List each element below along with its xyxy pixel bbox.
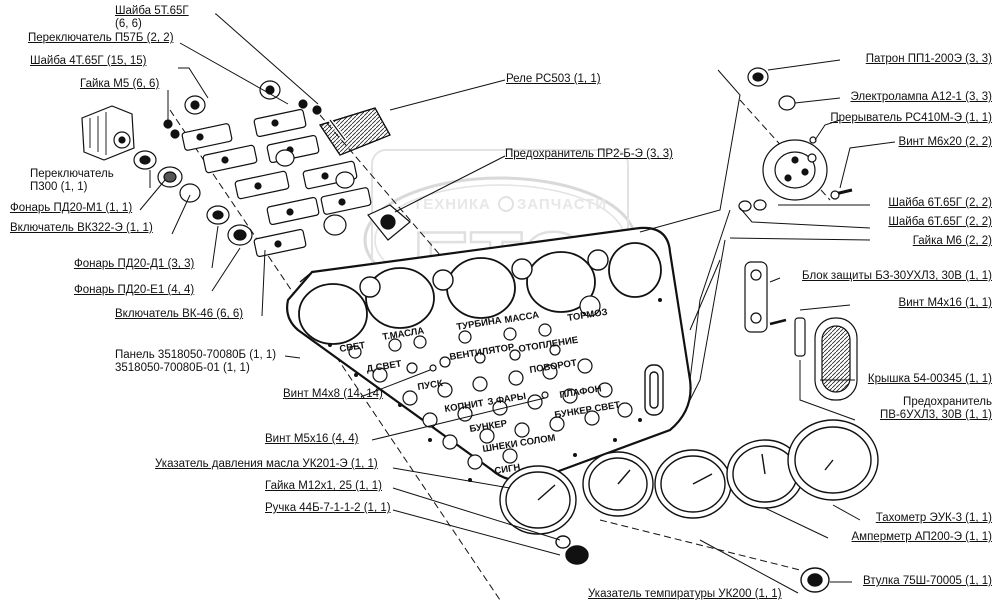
label-kryshka: Крышка 54-00345 (1, 1) <box>867 373 992 385</box>
label-preryvatel: Прерыватель РС410М-Э (1, 1) <box>830 112 992 124</box>
switch-holes <box>402 358 633 470</box>
preryvatel-rs410 <box>762 136 828 201</box>
lamps-pd20e1 <box>275 149 355 236</box>
label-vkl-vk46: Включатель ВК-46 (6, 6) <box>115 308 244 320</box>
label-perekl-p300-2: П300 (1, 1) <box>30 181 88 193</box>
gauge-takhometr <box>787 419 879 501</box>
panel-label-massa: МАССА <box>504 310 540 326</box>
shaiby-gaiki <box>738 199 767 212</box>
lamp-pd20m1 <box>133 150 157 170</box>
panel-label-d-svet: Д.СВЕТ <box>366 359 403 375</box>
label-gaika-m6: Гайка М6 (2, 2) <box>912 235 992 247</box>
label-takhometr: Тахометр ЭУК-3 (1, 1) <box>875 512 992 524</box>
label-patron-pp1: Патрон ПП1-200Э (3, 3) <box>865 53 992 65</box>
right-top-components <box>738 67 858 401</box>
switches-vk46 <box>181 108 372 258</box>
label-gaika-m5: Гайка М5 (6, 6) <box>80 78 160 90</box>
label-vtulka: Втулка 75Ш-70005 (1, 1) <box>863 575 992 587</box>
panel-screws-front <box>429 364 549 399</box>
switch-p57b <box>184 80 281 115</box>
label-shaiba-4t: Шайба 4Т.65Г (15, 15) <box>30 55 147 67</box>
label-shaiba-5t-qty: (6, 6) <box>115 18 142 30</box>
switch-vk322 <box>157 166 201 203</box>
label-fonar-pd20e1: Фонарь ПД20-Е1 (4, 4) <box>74 284 195 296</box>
label-predokhr-pv6-1: Предохранитель <box>903 396 992 408</box>
vtulka-75sh <box>800 567 830 593</box>
label-shaiba-6t-2: Шайба 6Т.65Г (2, 2) <box>888 216 992 228</box>
label-ruchka: Ручка 44Б-7-1-1-2 (1, 1) <box>265 502 391 514</box>
label-vint-m4x8: Винт М4х8 (14, 14) <box>283 388 383 400</box>
label-shaiba-5t: Шайба 5Т.65Г <box>115 5 189 17</box>
gauge-ammeter-small <box>654 449 732 519</box>
label-vint-m6x20: Винт М6х20 (2, 2) <box>898 136 992 148</box>
gauge-holes <box>298 242 662 345</box>
label-blok-zashity: Блок защиты БЗ-30УХЛ3, 30В (1, 1) <box>802 270 992 282</box>
panel-fuse-block <box>644 364 664 416</box>
switch-components <box>81 80 411 258</box>
leader-lines <box>139 13 896 594</box>
bottom-gauges <box>499 419 879 593</box>
label-perekl-p57b: Переключатель П57Б (2, 2) <box>28 32 174 44</box>
label-perekl-p300-1: Переключатель <box>30 168 114 180</box>
blok-zashity <box>744 261 768 333</box>
label-elektrolampa: Электролампа А12-1 (3, 3) <box>850 91 992 103</box>
label-panel-2: 3518050-70080Б-01 (1, 1) <box>115 362 250 374</box>
label-fonar-pd20d1: Фонарь ПД20-Д1 (3, 3) <box>74 258 195 270</box>
label-vkl-vk322: Включатель ВК322-Э (1, 1) <box>10 222 153 234</box>
vint-m6x20 <box>830 188 853 200</box>
label-predokhr-pr2: Предохранитель ПР2-Б-Э (3, 3) <box>505 148 673 160</box>
gauge-temperature <box>582 451 654 517</box>
label-ukaz-uk201: Указатель давления масла УК201-Э (1, 1) <box>155 458 378 470</box>
label-ukaz-uk200: Указатель темпиратуры УК200 (1, 1) <box>588 588 782 600</box>
watermark-text-1: ТЕХНИКА <box>413 196 491 213</box>
switch-p300 <box>81 105 135 161</box>
vint-m4x16 <box>769 318 787 326</box>
label-vint-m4x16: Винт М4х16 (1, 1) <box>898 297 992 309</box>
label-predokhr-pv6-2: ПВ-6УХЛ3, 30В (1, 1) <box>880 409 992 421</box>
ruchka-44b <box>555 535 589 565</box>
label-fonar-pd20m1: Фонарь ПД20-М1 (1, 1) <box>10 202 133 214</box>
patron-pp1 <box>747 67 769 87</box>
kryshka <box>814 317 858 401</box>
predokhr-pv6 <box>794 317 806 357</box>
label-shaiba-6t-1: Шайба 6Т.65Г (2, 2) <box>888 197 992 209</box>
fuse-pr2 <box>367 204 411 241</box>
watermark-text-2: ЗАПЧАСТИ <box>517 196 607 213</box>
switch-toggles <box>196 119 346 248</box>
gauge-ampermetr <box>726 439 804 509</box>
panel-label-pusk: ПУСК <box>417 378 444 393</box>
lamps-pd20d1 <box>206 205 253 246</box>
instrument-panel: СВЕТ Т.МАСЛА ТУРБИНА МАССА ТОРМОЗ Д.СВЕТ… <box>286 226 692 482</box>
panel-label-svet: СВЕТ <box>339 340 366 355</box>
elektrolampa-a12 <box>778 95 796 111</box>
panel-lamps <box>359 249 609 298</box>
indicator-lamps <box>348 295 601 383</box>
gauge-oil-pressure <box>499 465 577 535</box>
relay-rs503 <box>319 107 391 156</box>
label-panel-1: Панель 3518050-70080Б (1, 1) <box>115 349 277 361</box>
label-ampermetr: Амперметр АП200-Э (1, 1) <box>851 531 993 543</box>
label-vint-m5x16: Винт М5х16 (4, 4) <box>265 433 359 445</box>
label-gaika-m12: Гайка М12х1, 25 (1, 1) <box>265 480 383 492</box>
label-rele-rs503: Реле РС503 (1, 1) <box>506 73 601 85</box>
